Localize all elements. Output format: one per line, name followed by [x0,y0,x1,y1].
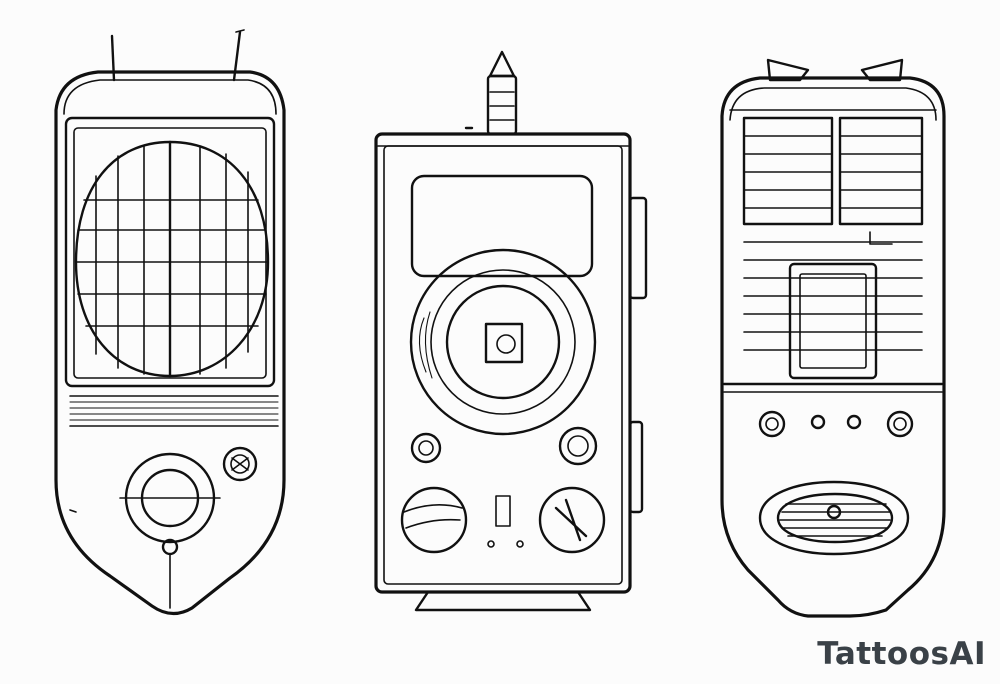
side-button-upper [628,196,648,300]
grille-icon [74,140,270,378]
louver-panel-icon [742,116,924,351]
button-icon [758,410,786,438]
left-device-icon [54,29,286,616]
knob-right-icon [558,426,598,466]
monitor-screen [788,262,878,380]
speaker-unit-body [720,76,946,618]
button-icon [886,410,914,438]
clip-right-icon [860,58,904,82]
dial-icon [119,452,221,609]
side-button-lower [628,420,644,514]
center-device-icon [374,50,648,612]
right-device-icon [720,58,946,618]
stand-base [414,590,592,612]
clip-left-icon [766,58,810,82]
gauge-right-icon [538,486,606,554]
watermark-logo: TattoosAI [817,636,986,672]
speaker-icon [409,248,597,436]
switch-icon [495,495,511,527]
antenna-icon [464,50,518,136]
display-screen [410,174,594,278]
emblem-icon [222,446,258,482]
walkie-body [374,132,632,594]
gauge-left-icon [400,486,468,554]
knob-left-icon [410,432,442,464]
oval-grille-icon [758,480,910,556]
handset-body [54,70,286,616]
